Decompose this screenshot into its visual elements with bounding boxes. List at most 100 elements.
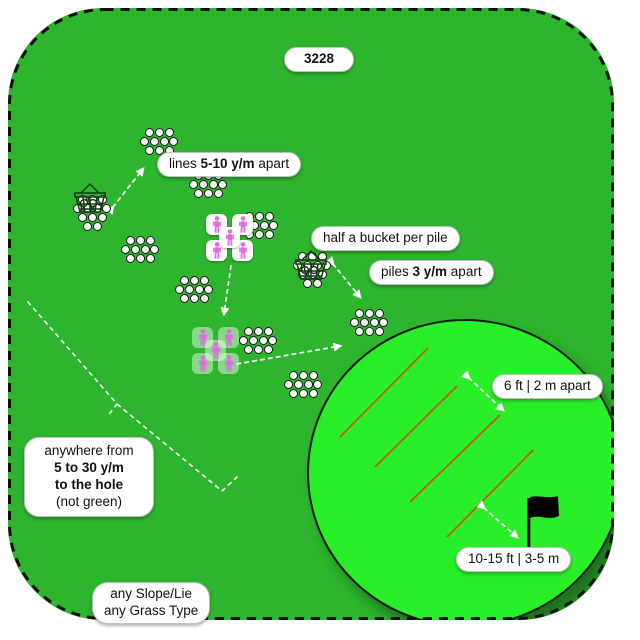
label-conditions: any Slope/Lie any Grass Type	[92, 582, 211, 624]
golf-ball	[260, 221, 269, 230]
golf-ball	[355, 327, 364, 336]
golf-ball	[269, 221, 278, 230]
golf-ball	[255, 230, 264, 239]
label-piles-apart-post: apart	[447, 264, 482, 279]
golf-ball	[155, 128, 164, 137]
golf-ball	[304, 380, 313, 389]
anywhere-line3: to the hole	[54, 476, 124, 492]
label-piles-apart-pre: piles	[381, 264, 413, 279]
label-piles-apart: piles 3 y/m apart	[369, 260, 494, 285]
anywhere-line2: 5 to 30 y/m	[54, 459, 124, 475]
ball-pile	[284, 371, 322, 411]
golf-ball	[244, 345, 253, 354]
golf-ball	[146, 254, 155, 263]
players-group-icon	[192, 327, 239, 374]
golf-ball	[265, 230, 274, 239]
golf-ball	[284, 380, 293, 389]
golf-ball	[360, 318, 369, 327]
label-half-bucket: half a bucket per pile	[311, 226, 460, 251]
golf-ball	[264, 345, 273, 354]
golf-ball	[204, 189, 213, 198]
golf-ball	[180, 294, 189, 303]
ball-pile	[350, 309, 388, 349]
golf-ball	[264, 327, 273, 336]
golf-ball	[299, 371, 308, 380]
practice-area	[8, 8, 614, 620]
golf-ball	[150, 245, 159, 254]
golf-ball	[136, 236, 145, 245]
label-anywhere-range: anywhere from 5 to 30 y/m to the hole (n…	[24, 437, 154, 517]
ball-pile	[175, 276, 213, 316]
golf-ball	[239, 336, 248, 345]
player-icon	[219, 227, 240, 248]
label-green-spacing: 6 ft | 2 m apart	[492, 374, 603, 399]
golf-ball	[131, 245, 140, 254]
label-lines-apart-post: apart	[254, 156, 290, 171]
golf-ball	[199, 180, 208, 189]
ball-pile	[189, 171, 227, 211]
golf-ball	[365, 327, 374, 336]
golf-ball	[126, 236, 135, 245]
golf-ball	[255, 212, 264, 221]
golf-ball	[165, 128, 174, 137]
golf-ball	[299, 389, 308, 398]
golf-ball	[249, 336, 258, 345]
player-icon	[205, 340, 226, 361]
putting-green	[307, 319, 614, 620]
golf-ball	[209, 180, 218, 189]
golf-ball	[126, 254, 135, 263]
golf-ball	[309, 371, 318, 380]
anywhere-line1: anywhere from	[44, 443, 134, 458]
golf-ball	[218, 180, 227, 189]
golf-ball	[350, 318, 359, 327]
golf-ball	[195, 285, 204, 294]
golf-ball	[185, 285, 194, 294]
golf-ball	[204, 285, 213, 294]
golf-ball	[375, 327, 384, 336]
golf-ball	[309, 389, 318, 398]
golf-ball	[121, 245, 130, 254]
golf-ball	[190, 276, 199, 285]
golf-ball	[180, 276, 189, 285]
flag-icon	[527, 496, 559, 547]
golf-ball	[254, 345, 263, 354]
golf-ball	[244, 327, 253, 336]
label-piles-apart-value: 3 y/m	[412, 264, 448, 279]
golf-ball	[189, 180, 198, 189]
players-group-icon	[206, 214, 253, 261]
golf-ball	[289, 371, 298, 380]
golf-ball	[294, 380, 303, 389]
ball-pile	[239, 327, 277, 367]
golf-ball	[379, 318, 388, 327]
golf-ball	[141, 245, 150, 254]
golf-ball	[214, 189, 223, 198]
drill-number-badge: 3228	[284, 47, 354, 72]
label-lines-apart-pre: lines	[169, 156, 201, 171]
golf-ball	[146, 236, 155, 245]
conditions-line1: any Slope/Lie	[110, 586, 193, 601]
golf-ball	[169, 137, 178, 146]
conditions-line2: any Grass Type	[104, 602, 199, 618]
golf-ball	[150, 137, 159, 146]
golf-ball	[194, 189, 203, 198]
golf-ball	[313, 380, 322, 389]
golf-ball	[160, 137, 169, 146]
golf-ball	[254, 327, 263, 336]
golf-ball	[259, 336, 268, 345]
golf-ball	[175, 285, 184, 294]
label-lines-apart-value: 5-10 y/m	[200, 156, 255, 171]
golf-ball	[200, 294, 209, 303]
golf-ball	[83, 222, 92, 231]
golf-ball	[145, 128, 154, 137]
golf-ball	[136, 254, 145, 263]
ball-bucket-icon	[291, 249, 331, 285]
label-lines-apart: lines 5-10 y/m apart	[157, 152, 302, 177]
golf-ball	[140, 137, 149, 146]
golf-ball	[355, 309, 364, 318]
anywhere-line4: (not green)	[55, 493, 123, 509]
golf-ball	[268, 336, 277, 345]
golf-ball	[145, 146, 154, 155]
golf-ball	[370, 318, 379, 327]
label-hole-distance: 10-15 ft | 3-5 m	[456, 547, 572, 572]
